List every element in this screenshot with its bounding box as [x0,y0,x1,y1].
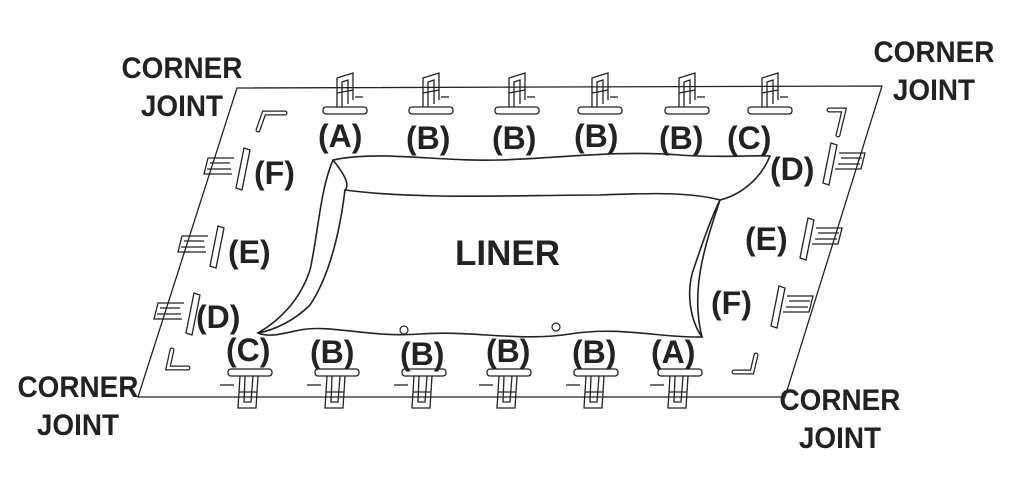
part-label-right-2: (E) [745,221,788,257]
top-leg-icon [664,72,710,115]
right-leg-icon [770,285,814,329]
bottom-leg-icon [220,368,273,409]
part-label-left-3: (D) [196,299,241,335]
part-label-right-3: (F) [711,285,752,321]
bottom-leg-icon [650,368,703,409]
part-label-left-1: (F) [254,155,295,191]
corner-joint-icon [166,348,190,370]
liner-label: LINER [455,234,560,273]
part-label-left-2: (E) [228,234,271,270]
corner-joint-icon [256,111,287,132]
corner-joint-icon [827,108,846,137]
right-leg-assemblies [770,142,866,329]
left-leg-assemblies [153,147,251,336]
left-leg-icon [203,147,251,191]
bottom-leg-icon [307,368,360,409]
part-label-top-5: (B) [659,120,704,156]
part-label-top-6: (C) [727,120,772,156]
top-leg-icon [494,72,540,115]
bottom-leg-icon [479,368,532,409]
part-label-bottom-6: (A) [651,334,696,370]
corner-joint-icon [732,353,758,374]
part-label-top-3: (B) [492,120,537,156]
top-leg-assemblies [322,72,793,115]
part-label-bottom-4: (B) [486,333,531,369]
part-label-right-1: (D) [770,151,815,187]
top-leg-icon [577,72,623,115]
liner-shape [256,152,772,338]
top-leg-icon [322,72,368,115]
part-label-top-2: (B) [406,120,451,156]
part-label-top-4: (B) [574,118,619,154]
part-label-bottom-5: (B) [572,334,617,370]
bottom-leg-assemblies [220,368,703,409]
right-leg-icon [799,217,843,261]
top-leg-icon [747,72,793,115]
liner-hole [551,322,561,332]
bottom-leg-icon [394,368,447,409]
liner-hole [399,325,409,335]
bottom-leg-icon [566,368,619,409]
part-label-bottom-3: (B) [400,336,445,372]
part-label-bottom-1: (C) [226,332,271,368]
left-leg-icon [153,292,201,336]
frame-outline [137,85,883,398]
part-label-top-1: (A) [318,118,363,154]
top-leg-icon [408,72,454,115]
right-leg-icon [822,142,866,186]
part-label-bottom-2: (B) [310,334,355,370]
left-leg-icon [177,225,225,269]
